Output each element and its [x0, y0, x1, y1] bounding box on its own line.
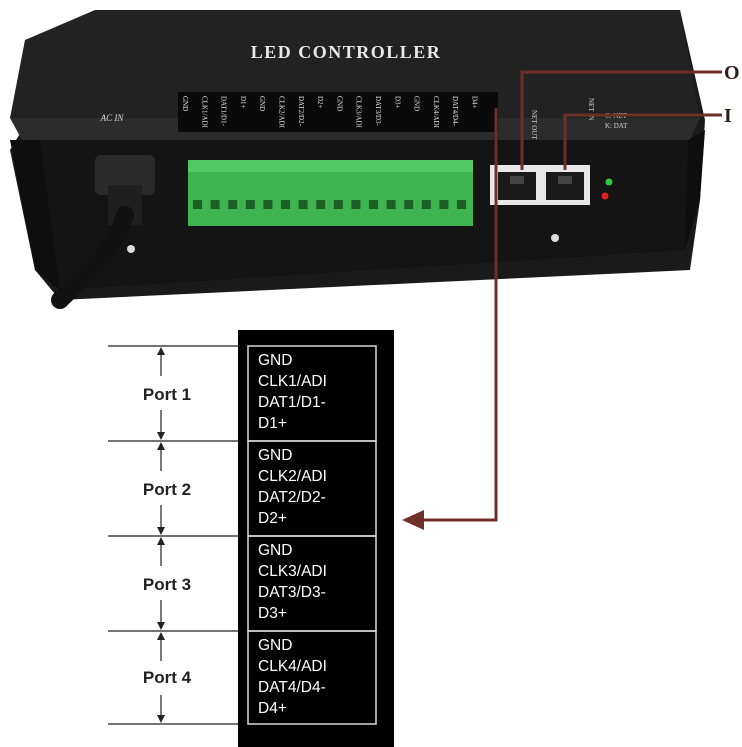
ac-in-label: AC IN — [100, 113, 125, 123]
terminal-screw — [351, 200, 361, 209]
terminal-label: GND — [258, 96, 266, 111]
terminal-screw — [457, 200, 466, 209]
terminal-screw — [369, 200, 378, 209]
port-1-pins: GND CLK1/ADI DAT1/D1- D1+ — [248, 350, 376, 434]
green-terminal-block — [188, 160, 473, 226]
pin-label: CLK2/ADI — [258, 468, 327, 485]
port-2-label: Port 2 — [142, 480, 192, 499]
port-1-label: Port 1 — [142, 385, 192, 404]
callout-arrowhead — [402, 510, 424, 530]
terminal-screw — [386, 200, 396, 209]
pin-label: GND — [258, 447, 293, 464]
pin-label: GND — [258, 637, 293, 654]
port-3-label: Port 3 — [142, 575, 192, 594]
terminal-screw — [281, 200, 290, 209]
terminal-label: D4+ — [471, 96, 479, 109]
screw-hole — [127, 245, 135, 253]
terminal-label: D3+ — [393, 96, 401, 109]
terminal-label: CLK3/ADI — [355, 96, 363, 129]
k-dat-label: K: DAT — [605, 122, 628, 130]
pin-label: GND — [258, 352, 293, 369]
terminal-labels: GND CLK1/ADI DAT1/D1- D1+ GND CLK2/ADI DAT2/D2… — [181, 96, 479, 129]
terminal-screw — [193, 200, 202, 209]
terminal-screw — [298, 200, 308, 209]
pin-label: D2+ — [258, 510, 287, 527]
terminal-screw — [228, 200, 238, 209]
in-callout-label: I — [724, 105, 732, 127]
terminal-screw — [210, 200, 220, 209]
terminal-screw — [404, 200, 414, 209]
terminal-label-strip — [178, 92, 498, 132]
port-4-label: Port 4 — [142, 668, 192, 687]
screw-hole — [551, 234, 559, 242]
terminal-label: GND — [335, 96, 343, 111]
port-3-pins: GND CLK3/ADI DAT3/D3- D3+ — [248, 540, 376, 624]
terminal-label: GND — [181, 96, 189, 111]
terminal-screw — [316, 200, 326, 209]
terminal-label: GND — [413, 96, 421, 111]
bracket-arrowheads — [157, 347, 165, 723]
pin-label: DAT3/D3- — [258, 584, 326, 601]
terminal-label: CLK4/ADI — [432, 96, 440, 129]
pin-label: D1+ — [258, 415, 287, 432]
status-led-green — [605, 178, 613, 186]
terminal-label: CLK1/ADI — [200, 96, 208, 129]
pin-label: CLK1/ADI — [258, 373, 327, 390]
terminal-label: DAT2/D2- — [297, 96, 305, 127]
pin-label: D3+ — [258, 605, 287, 622]
pin-label: GND — [258, 542, 293, 559]
callout-lines — [420, 70, 722, 522]
device-title: LED CONTROLLER — [251, 42, 442, 62]
port-4-pins: GND CLK4/ADI DAT4/D4- D4+ — [248, 635, 376, 719]
pinout-panel — [238, 330, 394, 747]
pin-label: D4+ — [258, 700, 287, 717]
terminal-screw — [439, 200, 449, 209]
terminal-label: D1+ — [239, 96, 247, 109]
terminal-label: DAT4/D4- — [451, 96, 459, 127]
status-led-red — [601, 192, 609, 200]
terminal-screw — [333, 200, 343, 209]
pin-label: CLK4/ADI — [258, 658, 327, 675]
terminal-label: DAT3/D3- — [374, 96, 382, 127]
terminal-label: CLK2/ADI — [278, 96, 286, 129]
pin-label: DAT4/D4- — [258, 679, 326, 696]
terminal-screw — [245, 200, 255, 209]
terminal-screw — [263, 200, 273, 209]
pin-label: DAT1/D1- — [258, 394, 326, 411]
port-brackets — [108, 345, 238, 725]
terminal-label: D2+ — [316, 96, 324, 109]
pin-label: DAT2/D2- — [258, 489, 326, 506]
port-2-pins: GND CLK2/ADI DAT2/D2- D2+ — [248, 445, 376, 529]
out-callout-label: O — [724, 62, 740, 84]
pinout-boxes — [247, 345, 377, 725]
power-cable — [51, 155, 155, 309]
net-in-label: NET IN — [587, 98, 595, 121]
ethernet-ports — [490, 165, 590, 205]
net-out-label: NET OUT — [530, 110, 538, 140]
terminal-label: DAT1/D1- — [220, 96, 228, 127]
terminal-screw — [421, 200, 431, 209]
pin-label: CLK3/ADI — [258, 563, 327, 580]
